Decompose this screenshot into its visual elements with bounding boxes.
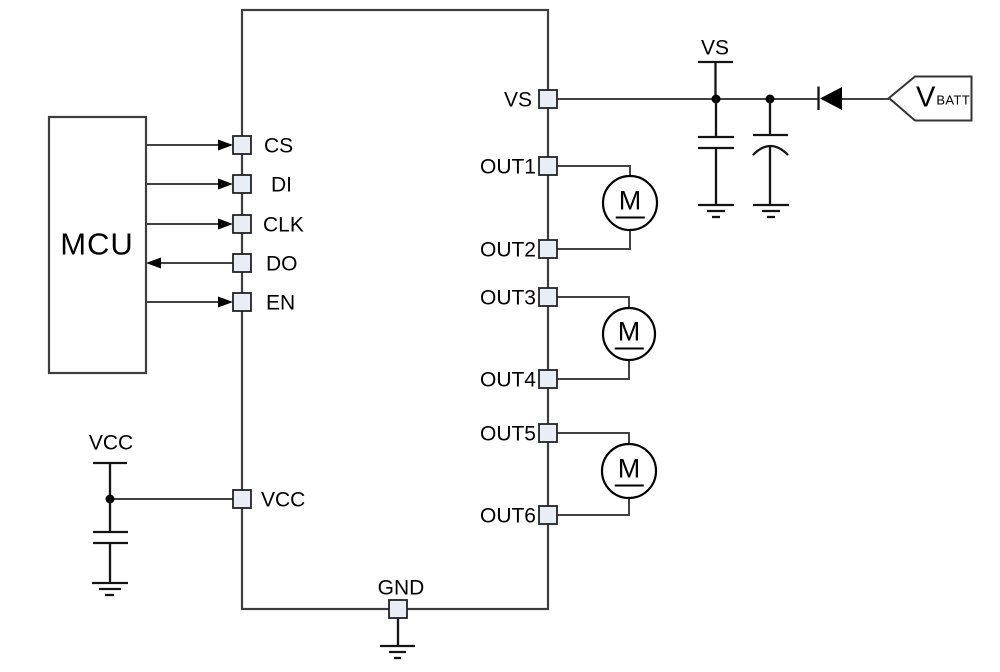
pin-vcc (232, 489, 252, 509)
pin-label-gnd: GND (377, 576, 425, 600)
pin-vs (538, 89, 558, 109)
pin-out5 (538, 423, 558, 443)
pin-label-vs: VS (503, 88, 532, 112)
pin-clk (232, 214, 252, 234)
pin-label-out3: OUT3 (479, 286, 536, 310)
pin-label-en: EN (266, 291, 296, 315)
mcu-box (47, 115, 148, 375)
pin-label-vcc: VCC (261, 488, 306, 512)
vcc-capacitor-symbol (93, 499, 128, 583)
vs-capacitor-symbol (698, 99, 734, 219)
diode-symbol (817, 86, 842, 110)
vbatt-tag-outline (887, 75, 973, 122)
pin-label-out2: OUT2 (479, 238, 536, 262)
pin-label-do: DO (266, 252, 298, 276)
pin-out3 (538, 287, 558, 307)
vbatt-label-subscript: BATT (936, 92, 971, 108)
pin-out2 (538, 239, 558, 259)
motor1-wires (557, 165, 631, 250)
pin-label-di: DI (271, 173, 292, 197)
pin-out4 (538, 369, 558, 389)
pin-cs (232, 135, 252, 155)
pin-label-clk: CLK (263, 213, 304, 237)
vbatt-label: V BATT (916, 81, 971, 114)
pin-label-out5: OUT5 (479, 422, 536, 446)
pin-out1 (538, 156, 558, 176)
pin-out6 (538, 505, 558, 525)
pin-do (232, 253, 252, 273)
ic-pin-squares (232, 89, 558, 619)
ic-body-outline (240, 8, 550, 611)
pin-di (232, 174, 252, 194)
motor3-label: M (614, 455, 644, 487)
pin-gnd (388, 599, 408, 619)
spi-control-wires (146, 144, 233, 303)
pin-label-out4: OUT4 (479, 368, 536, 392)
vcc-rail-symbol (93, 461, 233, 504)
vs-rail-symbol (698, 60, 733, 99)
vs-polarized-capacitor-symbol (752, 99, 789, 219)
motor2-label: M (614, 318, 644, 350)
motor3-wires (557, 432, 630, 516)
vcc-rail-label: VCC (88, 431, 134, 455)
vcc-ground-symbol (92, 581, 128, 597)
motor2-wires (557, 296, 630, 380)
pin-label-out6: OUT6 (479, 504, 536, 528)
vs-rail-label: VS (700, 36, 730, 60)
vbatt-label-base: V (916, 81, 936, 114)
signal-arrowheads (146, 139, 233, 308)
pin-label-cs: CS (264, 134, 294, 158)
gnd-ground-symbol (380, 618, 415, 660)
mcu-label: MCU (60, 226, 134, 262)
motor1-label: M (615, 187, 645, 219)
pin-label-out1: OUT1 (479, 155, 536, 179)
pin-en (232, 292, 252, 312)
motor2-symbol (601, 306, 657, 362)
